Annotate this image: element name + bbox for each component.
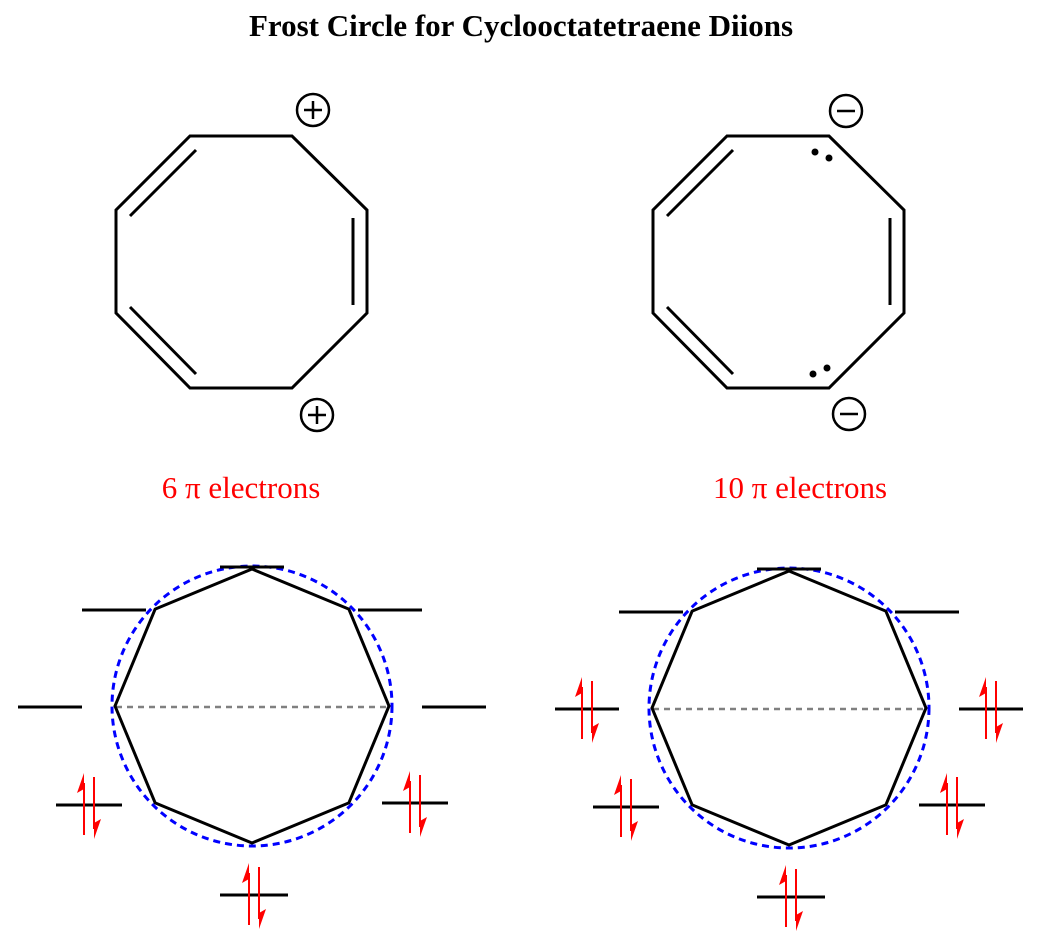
half-arrowhead <box>940 773 947 793</box>
lone-pair-dot <box>823 364 831 372</box>
frost-circle <box>647 566 931 850</box>
dianion-electron-count-label: 10 π electrons <box>712 470 888 505</box>
half-arrowhead <box>575 677 582 697</box>
dianion-frost-circle <box>555 566 1023 931</box>
lone-pair-dot <box>809 370 817 378</box>
dication-structure <box>114 92 369 433</box>
double-bond-line <box>665 305 735 376</box>
half-arrowhead <box>957 819 964 839</box>
frost-circle <box>110 564 394 848</box>
half-arrowhead <box>979 677 986 697</box>
dianion-charge-icon <box>828 93 864 129</box>
octagon-inscribed <box>113 567 391 845</box>
double-bond-line <box>128 148 198 218</box>
double-bond-line <box>665 148 735 218</box>
half-arrowhead <box>77 773 84 793</box>
dianion-structure <box>651 93 906 432</box>
half-arrowhead <box>779 865 786 885</box>
diagram-title: Frost Circle for Cyclooctatetraene Diion… <box>248 8 794 43</box>
dication-charge-icon <box>299 397 335 433</box>
half-arrowhead <box>94 819 101 839</box>
octagon-ring <box>114 134 369 390</box>
half-arrowhead <box>242 863 249 883</box>
double-bond-line <box>128 305 198 376</box>
lone-pair-dot <box>811 148 819 156</box>
dianion-charge-icon <box>831 396 867 432</box>
octagon-inscribed <box>650 569 928 847</box>
half-arrowhead <box>403 771 410 791</box>
dication-frost-circle <box>18 564 486 929</box>
half-arrowhead <box>614 775 621 795</box>
half-arrowhead <box>631 821 638 841</box>
lone-pair-dot <box>825 154 833 162</box>
half-arrowhead <box>592 723 599 743</box>
half-arrowhead <box>796 911 803 931</box>
half-arrowhead <box>259 909 266 929</box>
half-arrowhead <box>996 723 1003 743</box>
dication-charge-icon <box>295 92 331 128</box>
half-arrowhead <box>420 817 427 837</box>
dication-electron-count-label: 6 π electrons <box>161 470 321 505</box>
octagon-ring <box>651 134 906 390</box>
